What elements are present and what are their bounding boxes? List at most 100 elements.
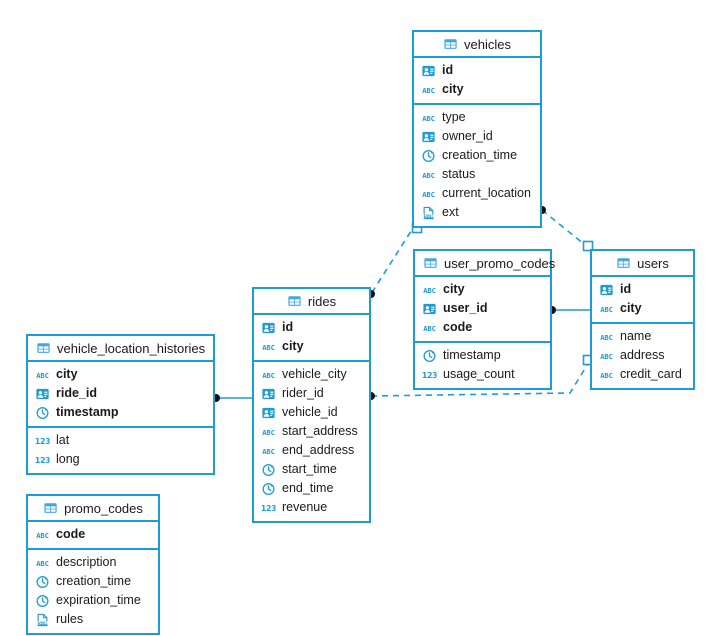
column-row-user_promo_codes-city[interactable]: city [415, 280, 550, 299]
primary-key-section-users: id city [592, 277, 693, 324]
column-row-users-city[interactable]: city [592, 299, 693, 318]
column-row-promo_codes-description[interactable]: description [28, 553, 158, 572]
column-row-users-address[interactable]: address [592, 346, 693, 365]
table-header-user_promo_codes[interactable]: user_promo_codes [415, 251, 555, 277]
column-name: city [620, 301, 642, 316]
abc-icon [599, 330, 614, 344]
table-header-vehicle_location_histories[interactable]: vehicle_location_histories [28, 336, 213, 362]
abc-icon [422, 283, 437, 297]
table-header-promo_codes[interactable]: promo_codes [28, 496, 158, 522]
column-row-vehicle_location_histories-city[interactable]: city [28, 365, 213, 384]
column-name: ride_id [56, 386, 97, 401]
column-row-rides-rider_id[interactable]: rider_id [254, 384, 369, 403]
column-row-users-credit_card[interactable]: credit_card [592, 365, 693, 384]
column-row-vehicle_location_histories-ride_id[interactable]: ride_id [28, 384, 213, 403]
abc-icon [35, 528, 50, 542]
primary-key-section-vehicles: id city [414, 58, 540, 105]
column-name: id [442, 63, 454, 78]
table-header-users[interactable]: users [592, 251, 693, 277]
id-badge-icon [421, 64, 436, 78]
column-row-promo_codes-creation_time[interactable]: creation_time [28, 572, 158, 591]
column-row-vehicles-id[interactable]: id [414, 61, 540, 80]
table-header-vehicles[interactable]: vehicles [414, 32, 540, 58]
123-icon [35, 453, 50, 467]
column-name: rules [56, 612, 84, 627]
column-row-rides-vehicle_city[interactable]: vehicle_city [254, 365, 369, 384]
table-title: user_promo_codes [444, 255, 556, 271]
column-row-users-name[interactable]: name [592, 327, 693, 346]
primary-key-section-vehicle_location_histories: city ride_id timestamp [28, 362, 213, 428]
id-badge-icon [261, 387, 276, 401]
column-row-user_promo_codes-usage_count[interactable]: usage_count [415, 365, 550, 384]
table-grid-icon [616, 256, 631, 270]
column-name: end_time [282, 481, 334, 496]
column-name: lat [56, 433, 70, 448]
id-badge-icon [599, 283, 614, 297]
column-row-user_promo_codes-timestamp[interactable]: timestamp [415, 346, 550, 365]
column-row-rides-end_time[interactable]: end_time [254, 479, 369, 498]
column-name: current_location [442, 186, 531, 201]
abc-icon [261, 444, 276, 458]
column-row-rides-start_address[interactable]: start_address [254, 422, 369, 441]
column-row-vehicles-creation_time[interactable]: creation_time [414, 146, 540, 165]
column-name: usage_count [443, 367, 515, 382]
column-name: start_time [282, 462, 337, 477]
column-row-vehicles-ext[interactable]: ext [414, 203, 540, 222]
column-name: name [620, 329, 652, 344]
column-name: timestamp [443, 348, 501, 363]
column-row-vehicles-status[interactable]: status [414, 165, 540, 184]
column-row-rides-id[interactable]: id [254, 318, 369, 337]
abc-icon [261, 340, 276, 354]
column-row-user_promo_codes-code[interactable]: code [415, 318, 550, 337]
clock-icon [261, 463, 276, 477]
table-header-rides[interactable]: rides [254, 289, 369, 315]
column-name: city [282, 339, 304, 354]
table-title: promo_codes [64, 500, 143, 516]
123-icon [35, 434, 50, 448]
column-row-rides-city[interactable]: city [254, 337, 369, 356]
primary-key-section-rides: id city [254, 315, 369, 362]
table-node-users[interactable]: users id city name address credit_card [590, 249, 695, 390]
column-row-vehicle_location_histories-lat[interactable]: lat [28, 431, 213, 450]
column-row-rides-vehicle_id[interactable]: vehicle_id [254, 403, 369, 422]
relationship-rel-user-promo-codes-users[interactable] [548, 306, 590, 314]
column-row-promo_codes-code[interactable]: code [28, 525, 158, 544]
column-name: creation_time [56, 574, 132, 589]
column-row-vehicles-type[interactable]: type [414, 108, 540, 127]
column-row-rides-revenue[interactable]: revenue [254, 498, 369, 517]
abc-icon [261, 425, 276, 439]
column-row-vehicle_location_histories-timestamp[interactable]: timestamp [28, 403, 213, 422]
column-row-vehicles-city[interactable]: city [414, 80, 540, 99]
column-row-vehicle_location_histories-long[interactable]: long [28, 450, 213, 469]
abc-icon [261, 368, 276, 382]
column-row-promo_codes-rules[interactable]: rules [28, 610, 158, 629]
table-grid-icon [423, 256, 438, 270]
column-row-rides-start_time[interactable]: start_time [254, 460, 369, 479]
column-row-vehicles-current_location[interactable]: current_location [414, 184, 540, 203]
primary-key-section-promo_codes: code [28, 522, 158, 550]
relationship-rel-vehicle-location-histories-rides[interactable] [212, 394, 252, 402]
column-row-users-id[interactable]: id [592, 280, 693, 299]
abc-icon [35, 368, 50, 382]
column-row-vehicles-owner_id[interactable]: owner_id [414, 127, 540, 146]
column-name: owner_id [442, 129, 493, 144]
column-row-user_promo_codes-user_id[interactable]: user_id [415, 299, 550, 318]
clock-icon [261, 482, 276, 496]
column-name: long [56, 452, 80, 467]
id-badge-icon [35, 387, 50, 401]
relationship-rel-vehicles-users[interactable] [538, 206, 594, 252]
column-name: code [443, 320, 473, 335]
column-name: address [620, 348, 665, 363]
column-row-promo_codes-expiration_time[interactable]: expiration_time [28, 591, 158, 610]
column-name: creation_time [442, 148, 518, 163]
column-row-rides-end_address[interactable]: end_address [254, 441, 369, 460]
clock-icon [35, 575, 50, 589]
column-name: description [56, 555, 117, 570]
